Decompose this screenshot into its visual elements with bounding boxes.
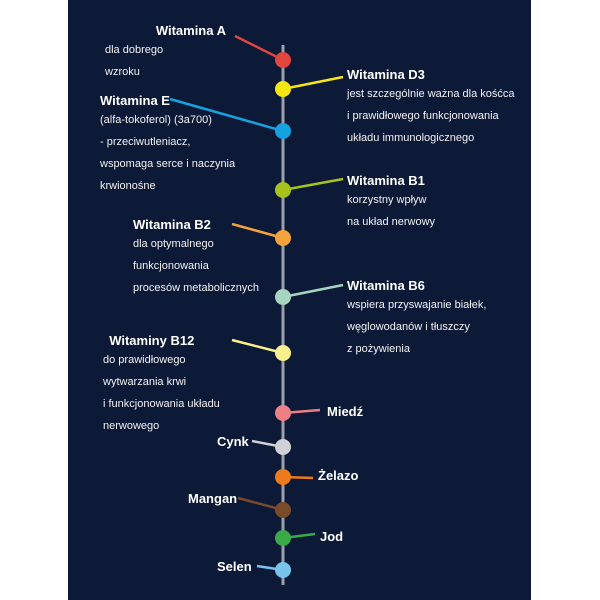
nutrient-description: dla optymalnego funkcjonowania procesów me… bbox=[133, 233, 259, 299]
connector-line-witaminy-b12 bbox=[231, 338, 284, 355]
nutrient-name: Witaminy B12 bbox=[109, 333, 195, 348]
nutrient-description: do prawidłowego wytwarzania krwi i funkcjo… bbox=[103, 349, 220, 437]
dot-witamina-a bbox=[275, 52, 291, 68]
label-zelazo: Żelazo bbox=[318, 467, 358, 484]
label-witamina-b2: Witamina B2 dla optymalnego funkcjonowania… bbox=[133, 216, 259, 299]
description-line: i funkcjonowania układu bbox=[103, 398, 220, 410]
label-miedz: Miedź bbox=[327, 403, 363, 420]
nutrient-description: dla dobrego wzroku bbox=[105, 39, 226, 83]
nutrient-name: Cynk bbox=[217, 434, 249, 449]
nutrient-description: (alfa-tokoferol) (3a700) - przeciwutlenia… bbox=[100, 109, 235, 197]
description-line: korzystny wpływ bbox=[347, 194, 427, 206]
connector-line-witamina-b6 bbox=[282, 283, 344, 299]
label-witaminy-b12: Witaminy B12 do prawidłowego wytwarzania k… bbox=[103, 332, 220, 437]
description-line: (alfa-tokoferol) (3a700) bbox=[100, 114, 212, 126]
dot-jod bbox=[275, 530, 291, 546]
dot-witamina-e bbox=[275, 123, 291, 139]
description-line: wytwarzania krwi bbox=[103, 376, 187, 388]
dot-mangan bbox=[275, 502, 291, 518]
dot-miedz bbox=[275, 405, 291, 421]
description-line: funkcjonowania bbox=[133, 260, 209, 272]
nutrient-name: Witamina D3 bbox=[347, 67, 425, 82]
connector-line-witamina-b2 bbox=[231, 222, 284, 240]
dot-witamina-b1 bbox=[275, 182, 291, 198]
nutrient-name: Mangan bbox=[188, 491, 238, 506]
connector-line-witamina-b1 bbox=[282, 177, 344, 192]
dot-witamina-b2 bbox=[275, 230, 291, 246]
description-line: krwionośne bbox=[100, 180, 156, 192]
dot-zelazo bbox=[275, 469, 291, 485]
description-line: do prawidłowego bbox=[103, 354, 186, 366]
description-line: z pożywienia bbox=[347, 343, 410, 355]
nutrient-name: Witamina B2 bbox=[133, 217, 211, 232]
dot-witamina-b6 bbox=[275, 289, 291, 305]
label-jod: Jod bbox=[320, 528, 343, 545]
nutrient-name: Witamina A bbox=[155, 23, 226, 38]
nutrient-description: wspiera przyswajanie białek, węglowodanów… bbox=[347, 294, 486, 360]
nutrient-description: korzystny wpływ na układ nerwowy bbox=[347, 189, 435, 233]
nutrient-name: Żelazo bbox=[318, 468, 359, 483]
description-line: i prawidłowego funkcjonowania bbox=[347, 110, 499, 122]
nutrient-name: Jod bbox=[320, 529, 344, 544]
connector-line-witamina-a bbox=[234, 34, 284, 62]
nutrient-name: Witamina E bbox=[100, 93, 170, 108]
label-mangan: Mangan bbox=[188, 490, 237, 507]
dot-witaminy-b12 bbox=[275, 345, 291, 361]
nutrient-name: Miedź bbox=[327, 404, 364, 419]
nutrient-name: Witamina B6 bbox=[347, 278, 425, 293]
label-witamina-e: Witamina E (alfa-tokoferol) (3a700) - prze… bbox=[100, 92, 235, 197]
description-line: układu immunologicznego bbox=[347, 132, 475, 144]
label-witamina-a: Witamina A dla dobrego wzroku bbox=[105, 22, 226, 83]
description-line: jest szczególnie ważna dla kośćca bbox=[347, 88, 515, 100]
dot-selen bbox=[275, 562, 291, 578]
description-line: procesów metabolicznych bbox=[133, 282, 259, 294]
dot-witamina-d3 bbox=[275, 81, 291, 97]
description-line: nerwowego bbox=[103, 420, 160, 432]
description-line: węglowodanów i tłuszczy bbox=[347, 321, 470, 333]
nutrient-name: Selen bbox=[217, 559, 252, 574]
background-panel bbox=[68, 0, 531, 600]
connector-line-witamina-d3 bbox=[282, 75, 344, 91]
description-line: dla optymalnego bbox=[133, 238, 214, 250]
dot-cynk bbox=[275, 439, 291, 455]
description-line: wzroku bbox=[105, 66, 140, 78]
nutrient-name: Witamina B1 bbox=[347, 173, 425, 188]
description-line: - przeciwutleniacz, bbox=[100, 136, 191, 148]
label-cynk: Cynk bbox=[217, 433, 249, 450]
label-witamina-b1: Witamina B1 korzystny wpływ na układ nerwo… bbox=[347, 172, 435, 233]
description-line: na układ nerwowy bbox=[347, 216, 436, 228]
connector-line-witamina-e bbox=[169, 97, 284, 133]
description-line: wspiera przyswajanie białek, bbox=[347, 299, 487, 311]
description-line: wspomaga serce i naczynia bbox=[100, 158, 236, 170]
description-line: dla dobrego bbox=[105, 44, 164, 56]
label-selen: Selen bbox=[217, 558, 252, 575]
nutrient-description: jest szczególnie ważna dla kośćca i prawi… bbox=[347, 83, 515, 149]
